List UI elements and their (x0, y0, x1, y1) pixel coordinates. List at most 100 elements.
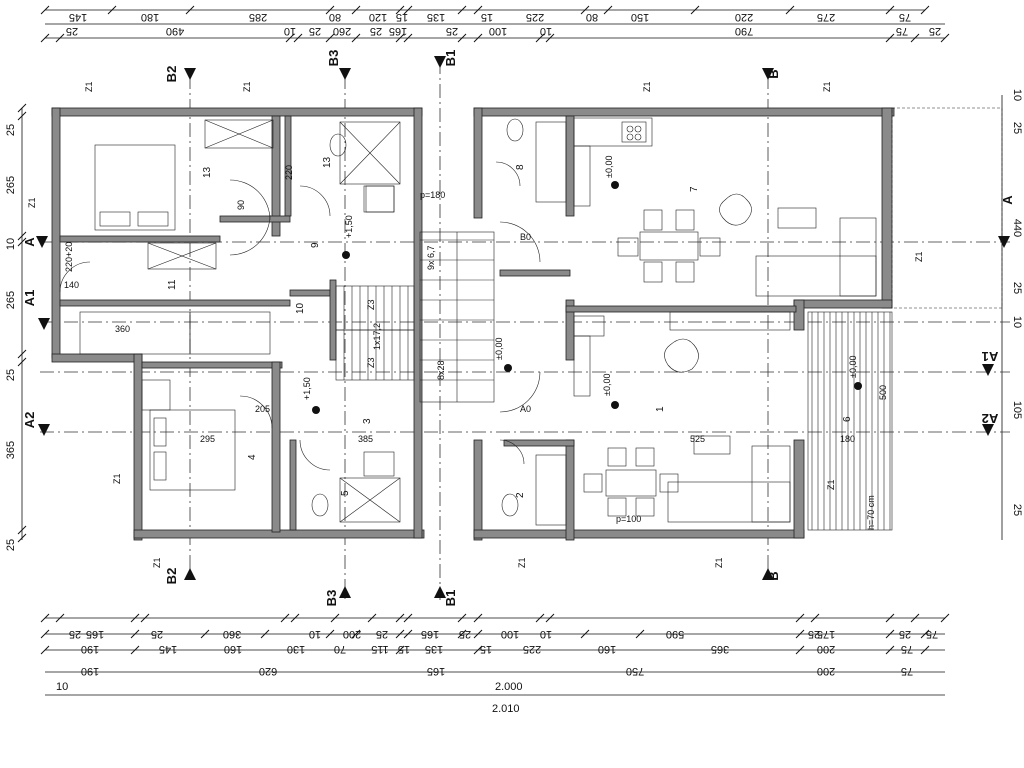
section-arrow (434, 586, 446, 598)
room-width-label: 295 (200, 434, 215, 444)
bottom-dim-label: 200 (817, 665, 835, 677)
bottom-dim-label: 225 (523, 643, 541, 655)
dimension-tick (40, 5, 50, 15)
wall-type-z1: Z1 (242, 81, 252, 92)
section-label: B (766, 69, 781, 78)
dimension-tick (580, 629, 590, 639)
dimension-tick (535, 33, 545, 43)
dimension-tick (280, 613, 290, 623)
dimension-tick (910, 33, 920, 43)
bottom-dim-label: 135 (425, 643, 443, 655)
wall-type-z1: Z1 (642, 81, 652, 92)
door-swings (59, 161, 541, 471)
dimension-tick (635, 629, 645, 639)
dimension-tick (545, 613, 555, 623)
bottom-dim-label: 25 (69, 628, 81, 640)
dimension-tick (130, 629, 140, 639)
bottom-dim-10: 10 (56, 681, 68, 693)
section-lines (40, 60, 1010, 600)
right-dim-label: 10 (1011, 316, 1023, 328)
section-label: A2 (982, 411, 999, 426)
top-dimension-chain (45, 9, 945, 39)
top-dim-label: 80 (586, 11, 598, 23)
room-width-label: 385 (358, 434, 373, 444)
top-dim-label: 25 (929, 25, 941, 37)
level-label: +1,50 (302, 377, 312, 400)
section-label: A (1000, 195, 1015, 205)
window-label: 140 (64, 280, 79, 290)
top-dim-label: 25 (309, 25, 321, 37)
dimension-tick (403, 33, 413, 43)
dimension-tick (200, 629, 210, 639)
left-dim-label: 25 (5, 539, 17, 551)
wall-type-z1: Z1 (826, 479, 836, 490)
section-arrow (339, 68, 351, 80)
dimension-tick (325, 33, 335, 43)
bottom-dim-label: 25 (899, 628, 911, 640)
room-number-3: 3 (362, 418, 373, 424)
right-dim-label: 10 (1011, 89, 1023, 101)
section-arrow (184, 568, 196, 580)
bottom-dim-label: 75 (901, 665, 913, 677)
dimension-tick (885, 613, 895, 623)
dimension-tick (535, 613, 545, 623)
dimension-tick (457, 5, 467, 15)
section-label: B2 (164, 66, 179, 83)
level-markers (312, 181, 862, 414)
section-arrow (36, 236, 48, 248)
top-dim-label: 15 (481, 11, 493, 23)
top-dim-label: 790 (735, 25, 753, 37)
top-dim-label: 25 (66, 25, 78, 37)
dimension-tick (403, 613, 413, 623)
top-dim-label: 25 (370, 25, 382, 37)
bottom-dim-label: 590 (666, 628, 684, 640)
room-width-label: 180 (840, 434, 855, 444)
wall-type-z1: Z1 (84, 81, 94, 92)
dimension-tick (17, 533, 27, 543)
bottom-dim-label: 200 (343, 628, 361, 640)
terrace-length: 500 (878, 385, 888, 400)
wall-type-z3: Z3 (366, 357, 376, 368)
right-dim-label: 25 (1011, 282, 1023, 294)
room-number-7: 7 (689, 186, 700, 192)
bottom-dim-label: 100 (501, 628, 519, 640)
dimension-tick (580, 5, 590, 15)
top-dim-label: 135 (427, 11, 445, 23)
terrace-height-note: h=70 cm (866, 495, 876, 530)
room-number-9: 9 (310, 242, 321, 248)
left-dim-label: 10 (5, 238, 17, 250)
top-dim-label: 100 (489, 25, 507, 37)
dimension-tick (290, 613, 300, 623)
bed-room-12 (94, 144, 176, 231)
dimension-tick (395, 33, 405, 43)
top-dim-label: 180 (141, 11, 159, 23)
left-dim-label: 25 (5, 369, 17, 381)
level-label: +1,50 (344, 215, 354, 238)
dimension-tick (395, 5, 405, 15)
dimension-tick (473, 33, 483, 43)
bottom-dim-label: 25 (376, 628, 388, 640)
section-tag-b0: B0 (520, 232, 531, 242)
bottom-dim-label: 165 (427, 665, 445, 677)
section-label: A1 (22, 290, 37, 307)
dimension-tick (885, 629, 895, 639)
dimension-tick (395, 613, 405, 623)
dimension-tick (17, 103, 27, 113)
dimension-tick (910, 613, 920, 623)
wall-type-z1: Z1 (914, 251, 924, 262)
bottom-dim-label: 620 (259, 665, 277, 677)
right-dim-label: 105 (1011, 401, 1023, 419)
dimension-tick (130, 645, 140, 655)
room-width-label: 360 (115, 324, 130, 334)
room-number-6: 6 (842, 416, 853, 422)
left-dim-label: 265 (5, 176, 17, 194)
bottom-dim-label: 75 (926, 628, 938, 640)
dimension-tick (885, 645, 895, 655)
dimension-tick (325, 5, 335, 15)
